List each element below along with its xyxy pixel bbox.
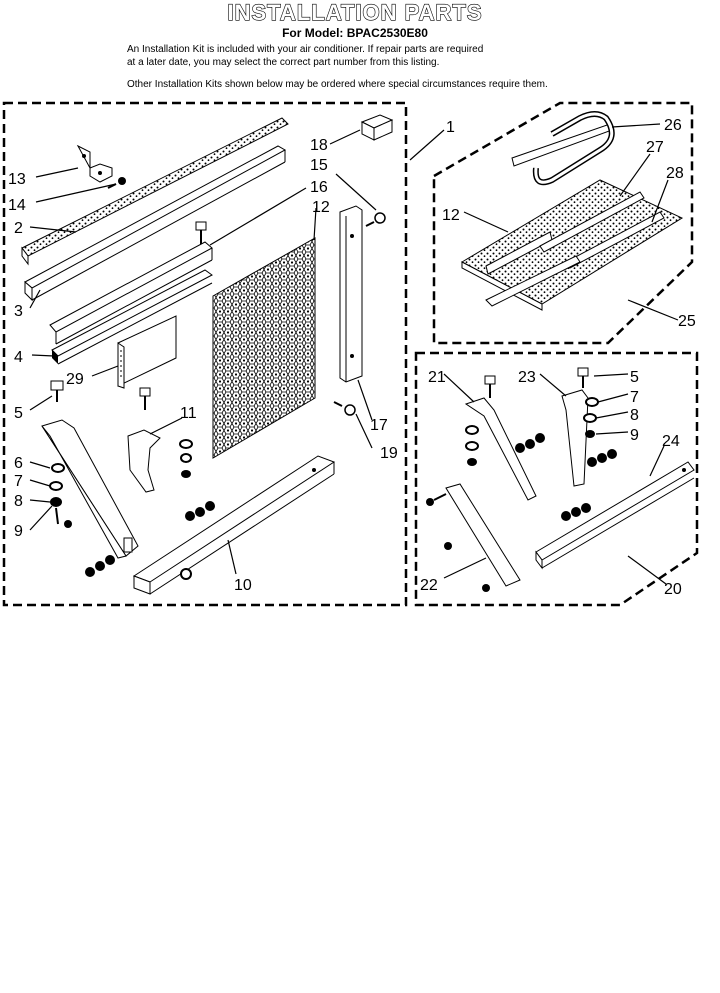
intro-line-1: An Installation Kit is included with you… [127, 44, 484, 55]
callout-19: 19 [380, 445, 398, 462]
callout-28: 28 [666, 165, 684, 182]
page-title: INSTALLATION PARTS [227, 0, 483, 26]
callout-7-right: 7 [630, 389, 639, 406]
callout-7: 7 [14, 473, 23, 490]
model-number: For Model: BPAC2530E80 [282, 26, 428, 40]
callout-21: 21 [428, 369, 446, 386]
part-3-top-channel [24, 145, 287, 302]
callout-12-window: 12 [442, 207, 460, 224]
callout-5-right: 5 [630, 369, 639, 386]
callout-8: 8 [14, 493, 23, 510]
callout-4: 4 [14, 349, 23, 366]
part-19-screw [333, 401, 356, 416]
main-kit-border [2, 101, 408, 607]
part-4-rail [51, 269, 213, 365]
part-10-sill-rail [132, 455, 336, 595]
callout-labels: 13 14 2 3 4 29 5 6 7 8 9 11 18 15 16 12 … [8, 117, 696, 598]
part-13-bracket [76, 144, 113, 183]
part-right-washers [465, 397, 617, 521]
part-16-channel [49, 241, 213, 345]
leader-lines [29, 123, 679, 585]
callout-20: 20 [664, 581, 682, 598]
part-21-bracket [464, 375, 537, 501]
callout-2: 2 [14, 220, 23, 237]
callout-9: 9 [14, 523, 23, 540]
part-5-screw [50, 380, 64, 402]
part-17-post [339, 205, 363, 383]
part-29-panel [117, 315, 177, 389]
callout-17: 17 [370, 417, 388, 434]
callout-16: 16 [310, 179, 328, 196]
part-6-support-arm [41, 419, 139, 559]
callout-6: 6 [14, 455, 23, 472]
callout-9-right: 9 [630, 427, 639, 444]
callout-8-right: 8 [630, 407, 639, 424]
callout-5: 5 [14, 405, 23, 422]
callout-15: 15 [310, 157, 328, 174]
callout-12: 12 [312, 199, 330, 216]
part-12-foam-panel [212, 237, 316, 459]
callout-18: 18 [310, 137, 328, 154]
part-11-bracket [127, 387, 193, 493]
part-12-window-panel [460, 179, 684, 311]
intro-line-2: at a later date, you may select the corr… [127, 56, 440, 68]
part-24-rail [535, 461, 695, 570]
other-kits-note: Other Installation Kits shown below may … [127, 79, 548, 90]
callout-23: 23 [518, 369, 536, 386]
part-7-8-9-washers [49, 463, 65, 525]
callout-27: 27 [646, 139, 664, 156]
part-22-arm [426, 483, 521, 592]
callout-3: 3 [14, 303, 23, 320]
window-kit-border [432, 101, 694, 345]
callout-22: 22 [420, 577, 438, 594]
part-16-screw [195, 221, 207, 244]
part-26-seal [511, 111, 615, 186]
part-18-block [360, 114, 394, 141]
part-2-foam-strip [21, 117, 289, 266]
callout-29: 29 [66, 371, 84, 388]
callout-25: 25 [678, 313, 696, 330]
callout-10: 10 [234, 577, 252, 594]
part-14-screw [107, 177, 126, 189]
callout-14: 14 [8, 197, 26, 214]
callout-13: 13 [8, 171, 26, 188]
callout-11: 11 [180, 405, 197, 422]
part-27-28-channels [485, 191, 665, 307]
intro-text: An Installation Kit is included with you… [127, 44, 687, 69]
bracket-kit-border [414, 351, 699, 607]
callout-26: 26 [664, 117, 682, 134]
callout-24: 24 [662, 433, 680, 450]
part-hardware-lower [64, 501, 215, 580]
callout-1: 1 [446, 119, 455, 136]
part-23-bracket [561, 367, 589, 487]
part-15-screw [365, 212, 386, 227]
